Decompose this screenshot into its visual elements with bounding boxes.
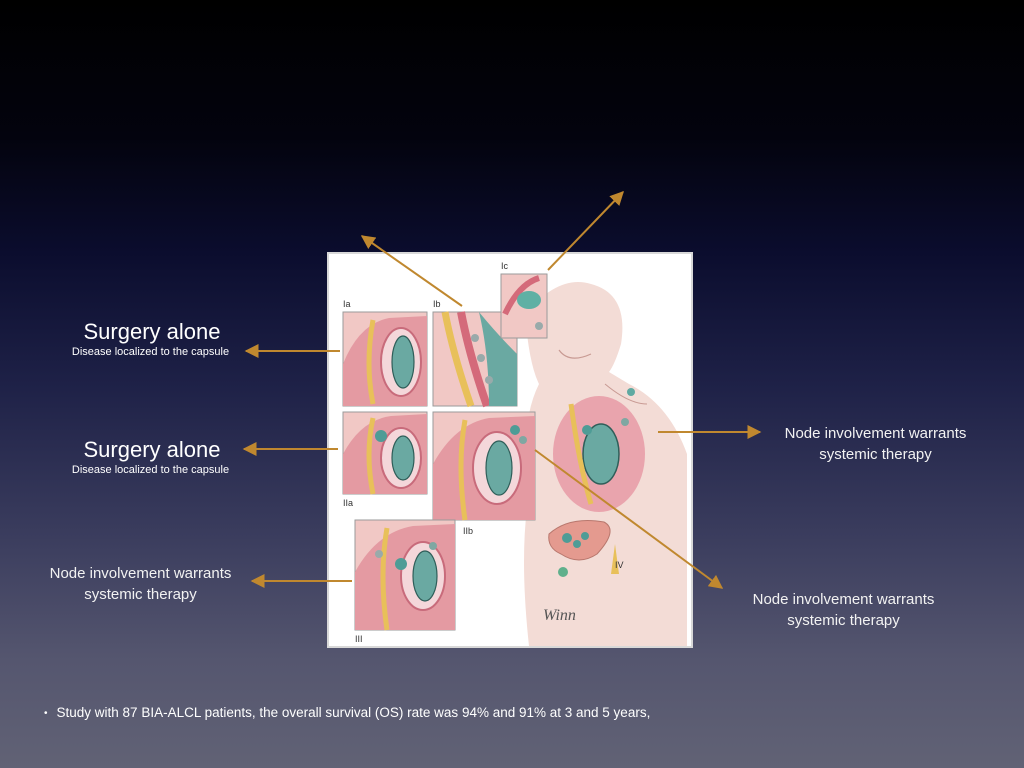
arrow-to-top-right [548,192,623,270]
footnote-bullet: • [44,708,48,719]
arrow-to-top-left [362,236,462,306]
footnote-text: Study with 87 BIA-ALCL patients, the ove… [57,705,651,720]
arrow-to-node-label-bottom [535,450,722,588]
study-footnote: • Study with 87 BIA-ALCL patients, the ov… [44,704,650,723]
